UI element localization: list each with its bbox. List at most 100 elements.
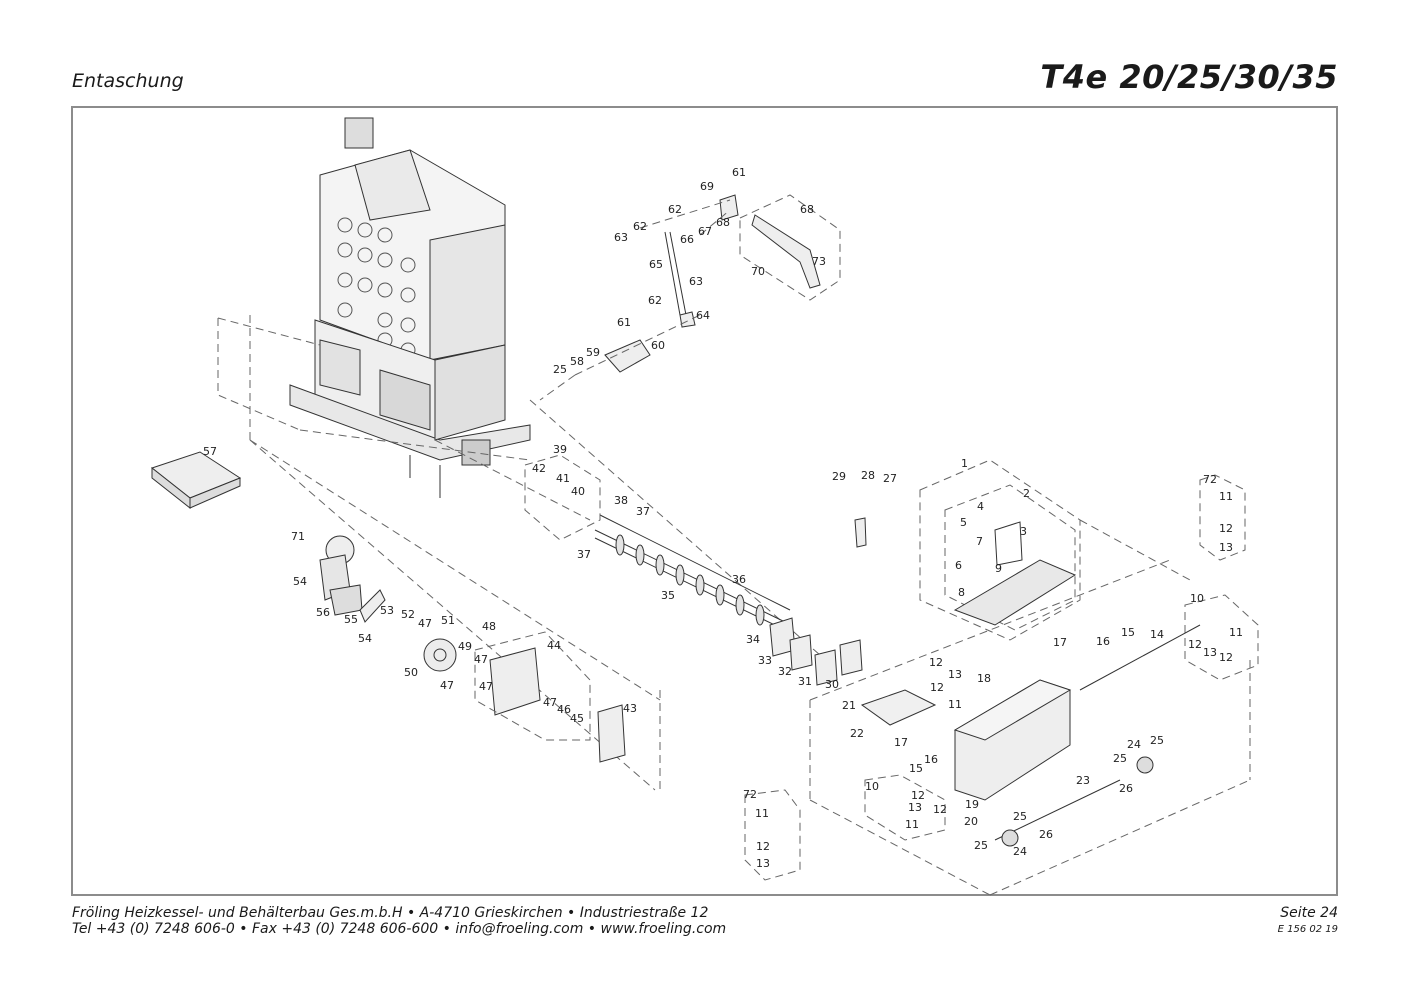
part-number-label: 72	[1203, 473, 1217, 486]
part-number-label: 27	[883, 472, 897, 485]
part-number-label: 31	[798, 675, 812, 688]
part-number-label: 65	[649, 258, 663, 271]
flange-set	[769, 617, 863, 686]
part-number-label: 53	[380, 604, 394, 617]
part-number-label: 24	[1127, 738, 1141, 751]
part-number-label: 15	[909, 762, 923, 775]
part-number-label: 63	[689, 275, 703, 288]
part-number-label: 34	[746, 633, 760, 646]
part-number-label: 54	[358, 632, 372, 645]
part-number-label: 25	[1113, 752, 1127, 765]
part-number-label: 40	[571, 485, 585, 498]
part-number-label: 19	[965, 798, 979, 811]
part-number-label: 13	[908, 801, 922, 814]
part-number-label: 25	[1150, 734, 1164, 747]
drawing-frame	[71, 106, 1338, 896]
part-number-label: 13	[1219, 541, 1233, 554]
part-number-label: 51	[441, 614, 455, 627]
part-number-label: 57	[203, 445, 217, 458]
part-number-label: 12	[756, 840, 770, 853]
part-number-label: 20	[964, 815, 978, 828]
part-number-label: 62	[648, 294, 662, 307]
part-number-label: 13	[948, 668, 962, 681]
part-number-label: 73	[812, 255, 826, 268]
part-number-label: 22	[850, 727, 864, 740]
part-number-label: 25	[553, 363, 567, 376]
part-number-label: 49	[458, 640, 472, 653]
part-number-label: 18	[977, 672, 991, 685]
part-number-label: 11	[1219, 490, 1233, 503]
part-number-label: 61	[617, 316, 631, 329]
part-number-label: 69	[700, 180, 714, 193]
part-number-label: 17	[894, 736, 908, 749]
part-number-label: 2	[1023, 487, 1030, 500]
document-code: E 156 02 19	[1277, 924, 1338, 935]
part-number-label: 67	[698, 225, 712, 238]
part-number-label: 15	[1121, 626, 1135, 639]
part-number-label: 47	[543, 696, 557, 709]
part-number-label: 60	[651, 339, 665, 352]
part-number-label: 16	[1096, 635, 1110, 648]
part-number-label: 6	[955, 559, 962, 572]
part-number-label: 54	[293, 575, 307, 588]
part-number-label: 13	[1203, 646, 1217, 659]
part-number-label: 10	[1190, 592, 1204, 605]
part-number-label: 12	[933, 803, 947, 816]
part-number-label: 29	[832, 470, 846, 483]
part-number-label: 13	[756, 857, 770, 870]
part-number-label: 35	[661, 589, 675, 602]
part-number-label: 23	[1076, 774, 1090, 787]
part-number-label: 61	[732, 166, 746, 179]
part-number-label: 11	[755, 807, 769, 820]
part-number-label: 10	[865, 780, 879, 793]
part-number-label: 36	[732, 573, 746, 586]
footer-company-line: Fröling Heizkessel- und Behälterbau Ges.…	[72, 905, 709, 921]
part-number-label: 56	[316, 606, 330, 619]
part-number-label: 38	[614, 494, 628, 507]
part-number-label: 41	[556, 472, 570, 485]
part-number-label: 43	[623, 702, 637, 715]
part-number-label: 48	[482, 620, 496, 633]
footer-contact-line: Tel +43 (0) 7248 606-0 • Fax +43 (0) 724…	[72, 921, 727, 937]
part-number-label: 52	[401, 608, 415, 621]
part-number-label: 14	[1150, 628, 1164, 641]
part-number-label: 50	[404, 666, 418, 679]
part-number-label: 3	[1020, 525, 1027, 538]
part-number-label: 25	[974, 839, 988, 852]
ash-screw	[594, 514, 791, 631]
boiler-unit	[289, 117, 531, 498]
cover-plate	[474, 631, 626, 763]
part-number-label: 55	[344, 613, 358, 626]
section-title: Entaschung	[72, 70, 184, 92]
part-number-label: 24	[1013, 845, 1027, 858]
part-number-label: 62	[633, 220, 647, 233]
part-number-label: 47	[474, 653, 488, 666]
part-number-label: 12	[1219, 522, 1233, 535]
part-number-label: 33	[758, 654, 772, 667]
part-number-label: 25	[1013, 810, 1027, 823]
part-number-label: 30	[825, 678, 839, 691]
part-number-label: 12	[1219, 651, 1233, 664]
part-number-label: 11	[905, 818, 919, 831]
part-number-label: 44	[547, 639, 561, 652]
part-number-label: 72	[743, 788, 757, 801]
part-number-label: 16	[924, 753, 938, 766]
part-number-label: 37	[577, 548, 591, 561]
part-number-label: 45	[570, 712, 584, 725]
part-number-label: 47	[440, 679, 454, 692]
part-number-label: 11	[948, 698, 962, 711]
part-number-label: 62	[668, 203, 682, 216]
gear-motor	[319, 535, 457, 672]
part-number-label: 9	[995, 562, 1002, 575]
page-number: Seite 24	[1280, 905, 1338, 921]
part-number-label: 4	[977, 500, 984, 513]
part-number-label: 68	[716, 216, 730, 229]
part-number-label: 71	[291, 530, 305, 543]
part-number-label: 21	[842, 699, 856, 712]
model-title: T4e 20/25/30/35	[1040, 58, 1338, 96]
part-number-label: 17	[1053, 636, 1067, 649]
part-number-label: 42	[532, 462, 546, 475]
part-number-label: 12	[911, 789, 925, 802]
part-number-label: 12	[1188, 638, 1202, 651]
